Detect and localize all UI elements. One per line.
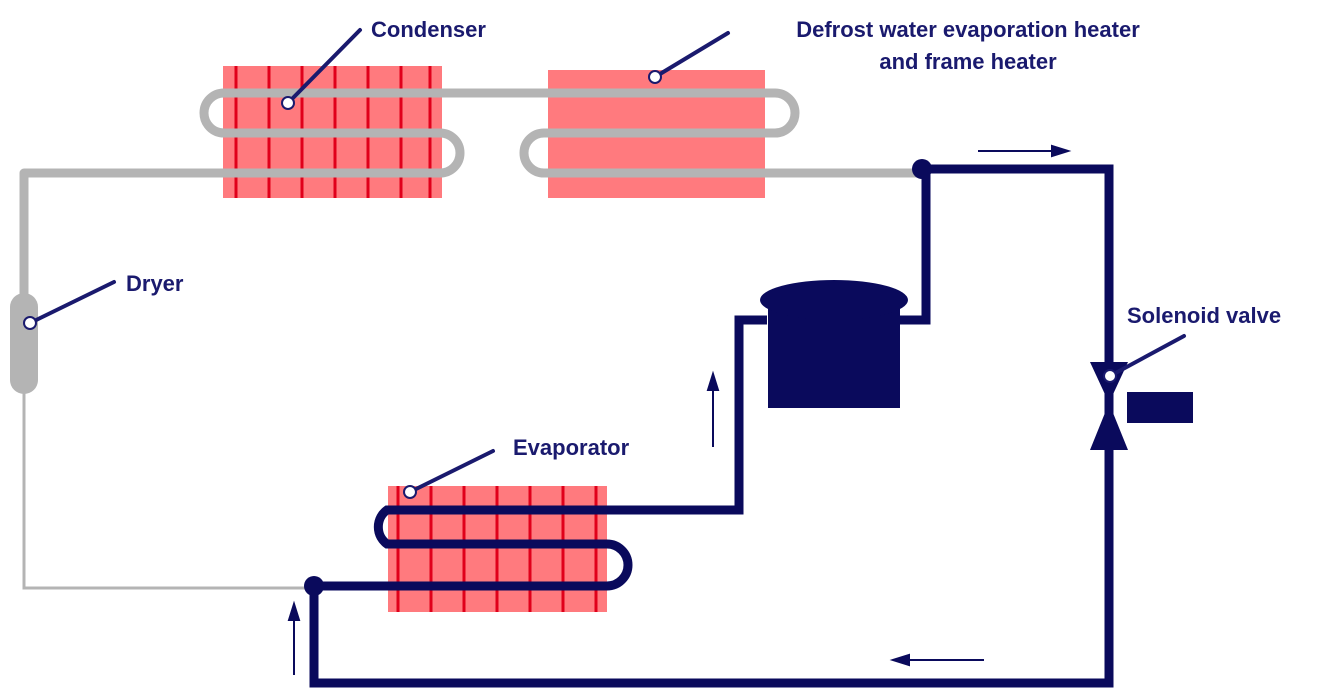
evaporator-label: Evaporator xyxy=(513,435,630,460)
defrost-heater-label-line2: and frame heater xyxy=(879,49,1057,74)
arrow-left-icon xyxy=(889,653,984,667)
dryer-body xyxy=(10,293,38,394)
arrow-right-icon xyxy=(978,144,1072,158)
leader-lines xyxy=(28,28,1186,494)
evaporator xyxy=(388,486,607,612)
junction-node-top xyxy=(912,159,932,179)
cold-refrigerant-pipe xyxy=(309,164,1114,688)
capillary-tube xyxy=(22,385,314,590)
hot-refrigerant-pipe xyxy=(19,88,920,300)
flow-arrows xyxy=(287,144,1072,675)
arrow-up-icon xyxy=(287,600,301,675)
leader-points xyxy=(23,70,1117,499)
condenser-label: Condenser xyxy=(371,17,486,42)
arrow-up-icon xyxy=(706,370,720,447)
dryer-label: Dryer xyxy=(126,271,184,296)
compressor xyxy=(760,280,908,408)
defrost-heater-label-line1: Defrost water evaporation heater xyxy=(796,17,1140,42)
solenoid-valve-label: Solenoid valve xyxy=(1127,303,1281,328)
labels: Condenser Defrost water evaporation heat… xyxy=(126,17,1281,460)
junction-node-bottom xyxy=(304,576,324,596)
